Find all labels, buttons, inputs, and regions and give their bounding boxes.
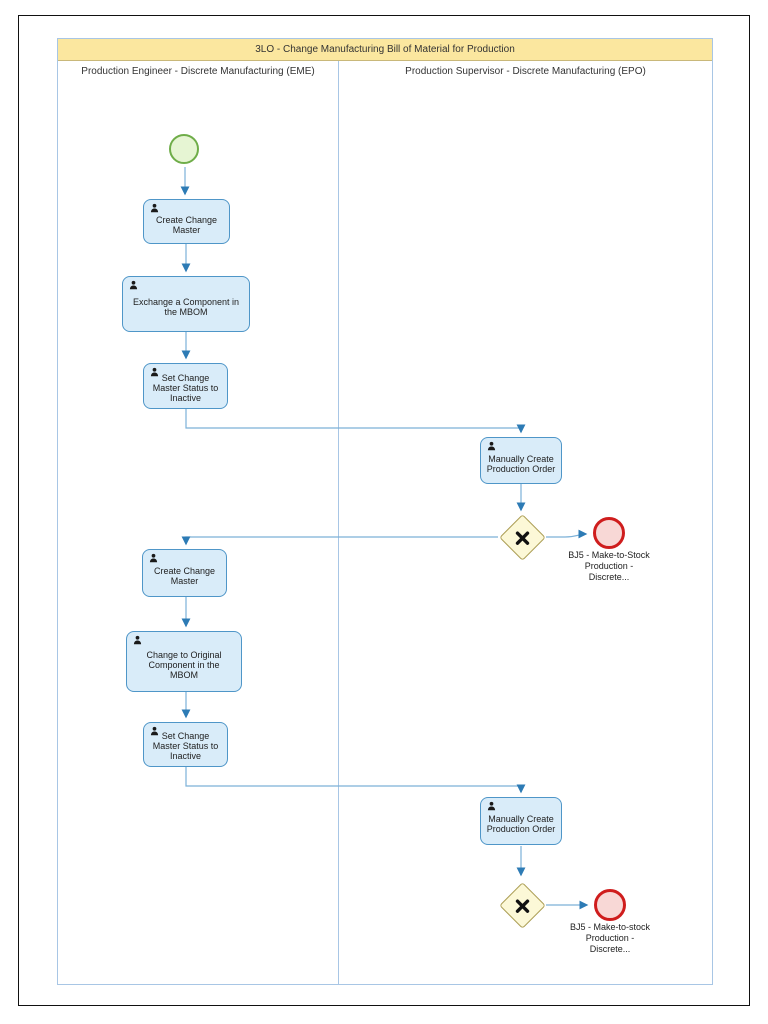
task-manually-create-order-1[interactable]: Manually Create Production Order	[480, 437, 562, 484]
lane-label: Production Engineer - Discrete Manufactu…	[81, 66, 315, 77]
user-task-icon	[487, 801, 496, 811]
task-label: Set Change Master Status to Inactive	[152, 372, 219, 403]
lane-production-supervisor: Production Supervisor - Discrete Manufac…	[339, 61, 712, 984]
lanes-container: Production Engineer - Discrete Manufactu…	[58, 61, 712, 984]
task-label: Create Change Master	[155, 214, 218, 235]
task-set-status-inactive-2[interactable]: Set Change Master Status to Inactive	[143, 722, 228, 767]
end-event-1[interactable]	[593, 517, 625, 549]
end-event-label: BJ5 - Make-to-stock Production - Discret…	[569, 922, 651, 954]
task-create-change-master-1[interactable]: Create Change Master	[143, 199, 230, 244]
task-exchange-component[interactable]: Exchange a Component in the MBOM	[122, 276, 250, 332]
end-event-2[interactable]	[594, 889, 626, 921]
task-create-change-master-2[interactable]: Create Change Master	[142, 549, 227, 597]
lane-label: Production Supervisor - Discrete Manufac…	[405, 66, 646, 77]
user-task-icon	[150, 367, 159, 377]
gateway-x-icon	[515, 898, 530, 913]
gateway-x-icon	[515, 530, 530, 545]
task-label: Exchange a Component in the MBOM	[132, 297, 240, 317]
lane-production-engineer: Production Engineer - Discrete Manufactu…	[58, 61, 339, 984]
user-task-icon	[129, 280, 138, 290]
user-task-icon	[149, 553, 158, 563]
start-event[interactable]	[169, 134, 199, 164]
task-set-status-inactive-1[interactable]: Set Change Master Status to Inactive	[143, 363, 228, 409]
task-change-original-component[interactable]: Change to Original Component in the MBOM	[126, 631, 242, 692]
user-task-icon	[487, 441, 496, 451]
bpmn-pool: 3LO - Change Manufacturing Bill of Mater…	[57, 38, 713, 985]
user-task-icon	[133, 635, 142, 645]
exclusive-gateway-1[interactable]	[499, 514, 546, 561]
task-manually-create-order-2[interactable]: Manually Create Production Order	[480, 797, 562, 845]
task-label: Change to Original Component in the MBOM	[146, 649, 222, 680]
user-task-icon	[150, 203, 159, 213]
task-label: Manually Create Production Order	[486, 453, 556, 474]
task-label: Manually Create Production Order	[486, 814, 556, 834]
user-task-icon	[150, 726, 159, 736]
task-label: Set Change Master Status to Inactive	[152, 731, 219, 761]
exclusive-gateway-2[interactable]	[499, 882, 546, 929]
pool-title: 3LO - Change Manufacturing Bill of Mater…	[58, 39, 712, 61]
task-label: Create Change Master	[153, 566, 216, 586]
end-event-label: BJ5 - Make-to-Stock Production - Discret…	[568, 550, 650, 582]
